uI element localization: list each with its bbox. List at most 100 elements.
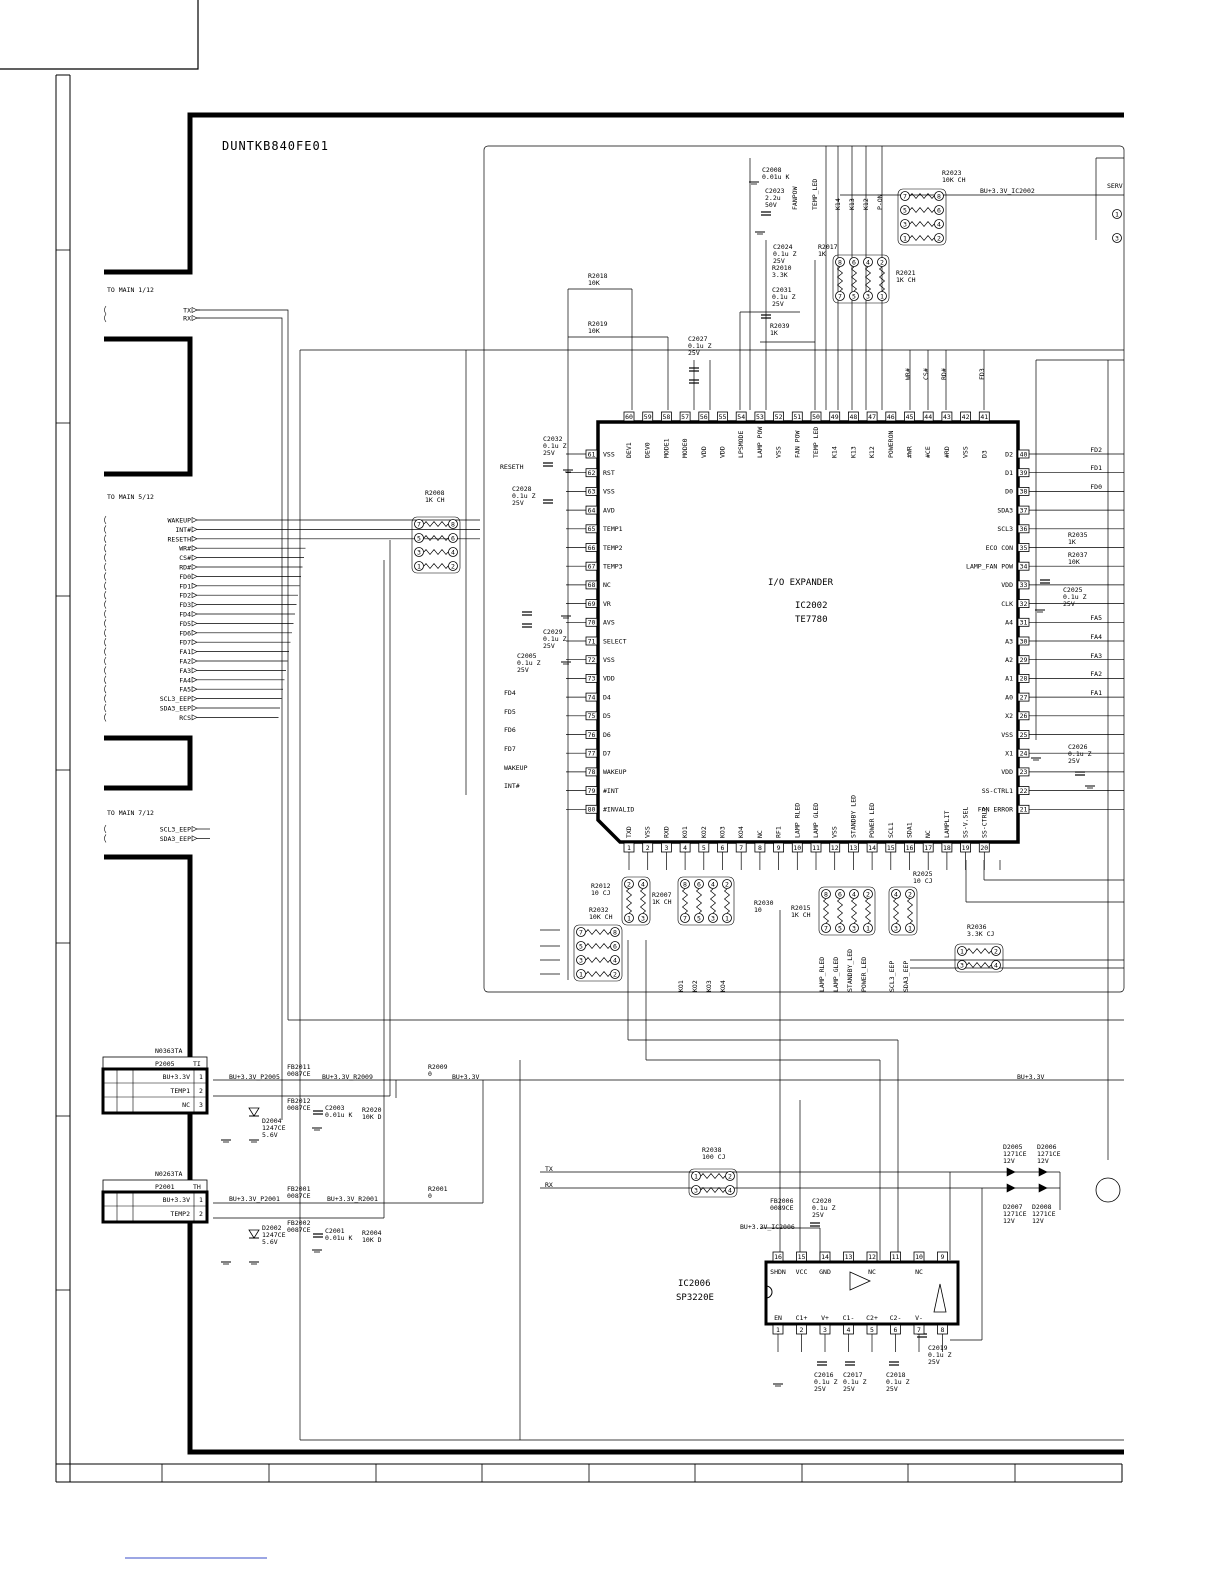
array-pin: [694, 913, 704, 923]
component-ref: R2007: [652, 891, 672, 899]
ic2002-pin-number: 77: [588, 750, 596, 758]
resistor: [909, 220, 935, 228]
component-value: 2.2u: [765, 194, 781, 202]
resistor: [585, 942, 611, 950]
bus-brace: [104, 600, 107, 609]
zener-diode: [248, 1107, 260, 1117]
array-pin-number: 8: [613, 928, 617, 936]
component-ref: D2008: [1032, 1203, 1052, 1211]
array-pin: [821, 889, 831, 899]
array-pin-number: 8: [683, 880, 687, 888]
array-pin-number: 2: [725, 880, 729, 888]
array-pin-number: 1: [908, 924, 912, 932]
ic2002-pin-number: 7: [739, 844, 743, 852]
array-pin-number: 4: [994, 961, 998, 969]
ic2002-pin-number: 61: [588, 450, 596, 458]
array-pin-number: 3: [894, 924, 898, 932]
array-pin-number: 7: [683, 914, 687, 922]
net-bu33: BU+3.3V: [452, 1073, 479, 1081]
ic2002-pin-number: 70: [588, 619, 596, 627]
resistor: [850, 898, 858, 924]
offpage-arrow: [191, 601, 198, 608]
ic2002-pin-name: X1: [1005, 750, 1013, 758]
ic2002-pin-box: [773, 411, 784, 422]
ic2006-pin-name: V+: [821, 1314, 829, 1322]
array-pin: [725, 1171, 735, 1181]
ic2002-pin-name: TEMP1: [603, 525, 623, 533]
bus-brace: [104, 685, 107, 694]
connector-pin-name: TEMP1: [170, 1087, 190, 1095]
array-pin-number: 2: [627, 880, 631, 888]
component-value: 0.1u Z: [928, 1351, 952, 1359]
net-right-3: FA5: [1090, 614, 1102, 622]
component-value: 0.1u Z: [543, 635, 567, 643]
ic2002-pin-number: 17: [924, 844, 932, 852]
array-pin-number: 6: [838, 890, 842, 898]
array-pin-number: 4: [866, 258, 870, 266]
ic2002-pin-number: 54: [737, 413, 745, 421]
resistor: [966, 961, 992, 969]
array-pin: [680, 913, 690, 923]
resistor: [909, 234, 935, 242]
component-ref: R2032: [589, 906, 609, 914]
ic2002-pin-name: VR: [603, 600, 611, 608]
net-top-right-0: WR#: [904, 368, 912, 380]
component-ref: R2023: [942, 169, 962, 177]
component-ref: C2031: [772, 286, 792, 294]
bus-brace: [104, 834, 107, 843]
net-bu33-p2005: BU+3.3V_P2005: [229, 1073, 280, 1081]
bus-brace: [104, 694, 107, 703]
array-pin: [624, 913, 634, 923]
ic2002-pin-name: VSS: [962, 446, 970, 458]
array-pin-number: 3: [711, 914, 715, 922]
ic2002-pin-number: 45: [906, 413, 914, 421]
ic2006-pin-box: [913, 1251, 925, 1262]
ic2002-pin-name: K13: [849, 446, 857, 458]
array-pin: [849, 889, 859, 899]
net-bu33-ic2006: BU+3.3V_IC2006: [740, 1223, 795, 1231]
component-value: 0.1u Z: [843, 1378, 867, 1386]
ic2002-pin-name: D0: [1005, 488, 1013, 496]
array-pin-number: 8: [937, 192, 941, 200]
signal-label-fa5: FA5: [179, 686, 191, 694]
array-pin: [691, 1171, 701, 1181]
main5-signal-list: WAKEUPINT#RESETHWR#CS#RD#FD0FD1FD2FD3FD4…: [104, 515, 480, 722]
component-value: 12V: [1003, 1157, 1015, 1165]
ic2002-pin-name: TXD: [625, 826, 633, 838]
component-value: 100 CJ: [702, 1153, 726, 1161]
resistor: [709, 888, 717, 914]
array-pin-number: 6: [852, 258, 856, 266]
component-value: 0.1u Z: [772, 293, 796, 301]
ic2002-pin-number: 4: [683, 844, 687, 852]
component-value: 0.1u Z: [886, 1378, 910, 1386]
net-bu33-ic2002: BU+3.3V_IC2002: [980, 187, 1035, 195]
diode: [1006, 1183, 1016, 1193]
array-pin: [934, 191, 944, 201]
ic2002-pin-number: 51: [793, 413, 801, 421]
ic2002-pin-box: [735, 411, 747, 422]
component-value: 0: [428, 1192, 432, 1200]
net-left-1: FD5: [504, 708, 516, 716]
component-value: 25V: [1063, 600, 1075, 608]
net-right-0: FD2: [1090, 446, 1102, 454]
ic2002-ref: IC2002: [795, 601, 828, 611]
ic2002-pin-name: VSS: [603, 656, 615, 664]
connector-pin-name: BU+3.3V: [163, 1196, 190, 1204]
component-ref: FB2006: [770, 1197, 794, 1205]
offpage-arrow: [191, 307, 198, 313]
array-pin: [576, 969, 586, 979]
component-ref: R2020: [362, 1106, 382, 1114]
to-main-7-label: TO MAIN 7/12: [107, 809, 154, 817]
ic2002-pin-number: 2: [646, 844, 650, 852]
ic2002-pin-box: [866, 411, 878, 422]
ic2002-pin-name: DEV0: [644, 442, 652, 458]
array-pin-number: 5: [697, 914, 701, 922]
array-pin: [863, 291, 873, 301]
array-pin: [576, 941, 586, 951]
